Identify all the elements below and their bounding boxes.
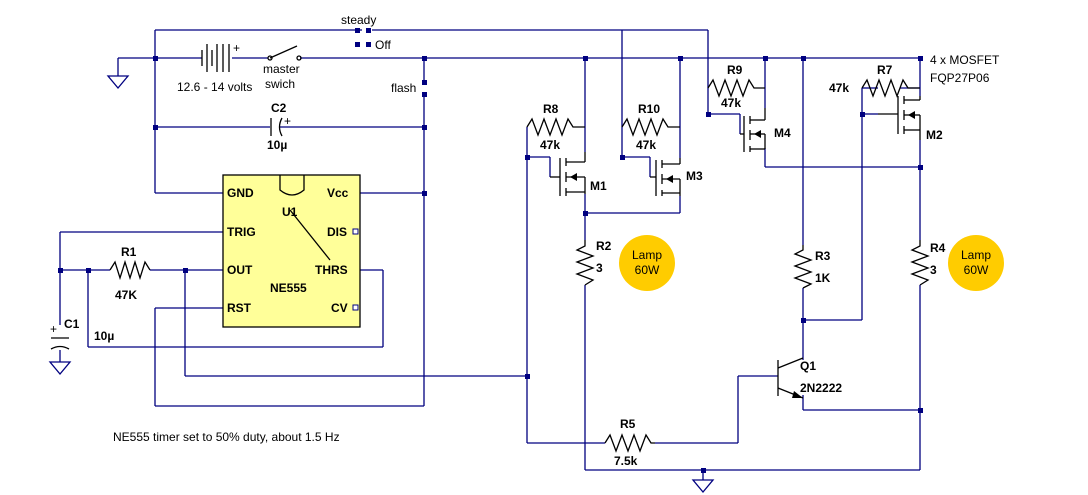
master-switch [267,45,302,61]
transistor-q1 [777,357,804,399]
r9-name: R9 [727,63,743,77]
r10-name: R10 [638,102,660,116]
chip-part: NE555 [270,281,307,295]
lamp-right: Lamp 60W [948,235,1004,291]
lamp-left: Lamp 60W [619,235,675,291]
master-switch-label: master [263,62,300,76]
timer-note: NE555 timer set to 50% duty, about 1.5 H… [113,430,340,444]
lamp-right-line1: Lamp [961,248,991,262]
r1-value: 47K [115,288,137,302]
r4-value: 3 [930,263,937,277]
m4-name: M4 [774,126,791,140]
ne555-chip [222,174,361,328]
r3-name: R3 [815,249,831,263]
capacitor-c2: + [270,114,291,137]
lamp-left-line1: Lamp [632,248,662,262]
pin-out: OUT [227,263,253,277]
c2-value: 10µ [267,138,287,152]
resistor-r1 [109,259,151,281]
mosfet-count-label: 4 x MOSFET [930,53,1000,67]
q1-part: 2N2222 [800,381,842,395]
off-label: Off [375,38,391,52]
mosfet-m4 [740,108,766,152]
r4-name: R4 [930,241,946,255]
c1-plus: + [50,322,57,336]
resistor-r7 [861,78,920,98]
c1-value: 10µ [94,329,114,343]
r8-name: R8 [543,102,559,116]
mosfet-m2 [878,96,921,140]
c1-name: C1 [64,317,80,331]
resistor-r5 [604,433,655,453]
mosfet-m3 [650,158,681,196]
pin-vcc: Vcc [327,186,349,200]
battery: + [201,41,240,72]
wires [59,29,921,480]
r1-name: R1 [121,245,137,259]
pin-thrs: THRS [315,263,348,277]
capacitor-c1: + [50,322,70,350]
r2-name: R2 [596,239,612,253]
battery-voltage: 12.6 - 14 volts [177,80,252,94]
r7-value: 47k [829,81,849,95]
m2-name: M2 [926,128,943,142]
chip-name: U1 [282,205,298,219]
r9-value: 47k [721,96,741,110]
m3-name: M3 [686,169,703,183]
c2-plus: + [284,114,291,128]
mosfet-m1 [550,152,586,196]
mosfet-part-label: FQP27P06 [930,71,990,85]
r5-value: 7.5k [614,454,638,468]
c2-name: C2 [271,101,287,115]
pin-dis: DIS [327,225,347,239]
pin-rst: RST [227,301,252,315]
lamp-right-line2: 60W [964,263,989,277]
r8-value: 47k [540,138,560,152]
resistor-r8 [526,117,585,137]
steady-label: steady [341,13,376,27]
q1-name: Q1 [800,359,816,373]
r10-value: 47k [636,138,656,152]
r5-name: R5 [620,417,636,431]
steady-off-switch [355,28,371,47]
flash-switch [422,80,427,97]
battery-plus: + [233,41,240,55]
resistor-r2 [575,240,595,286]
resistor-r3 [793,245,813,289]
junctions [58,56,923,473]
pin-gnd: GND [227,186,254,200]
ground-icon-c1 [48,361,72,376]
m1-name: M1 [590,179,607,193]
resistor-r4 [910,240,930,286]
flash-label: flash [391,81,416,95]
ground-icon-battery [106,75,130,90]
pin-cv: CV [331,301,348,315]
ground-icon-main [691,479,715,494]
resistor-r9 [707,78,765,98]
resistor-r10 [621,117,680,137]
pin-trig: TRIG [227,225,256,239]
r3-value: 1K [815,271,831,285]
r7-name: R7 [877,63,893,77]
lamp-left-line2: 60W [635,263,660,277]
master-switch-label-2: swich [265,77,295,91]
r2-value: 3 [596,261,603,275]
